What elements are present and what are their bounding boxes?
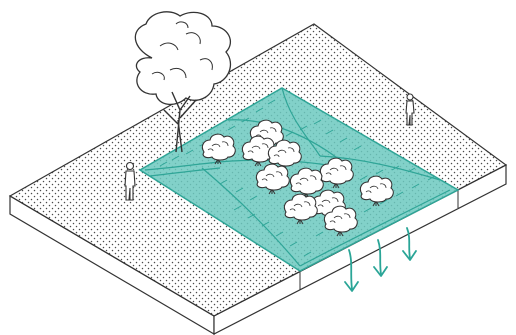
diagram-canvas: [0, 0, 516, 335]
bioswale-diagram: [0, 0, 516, 335]
